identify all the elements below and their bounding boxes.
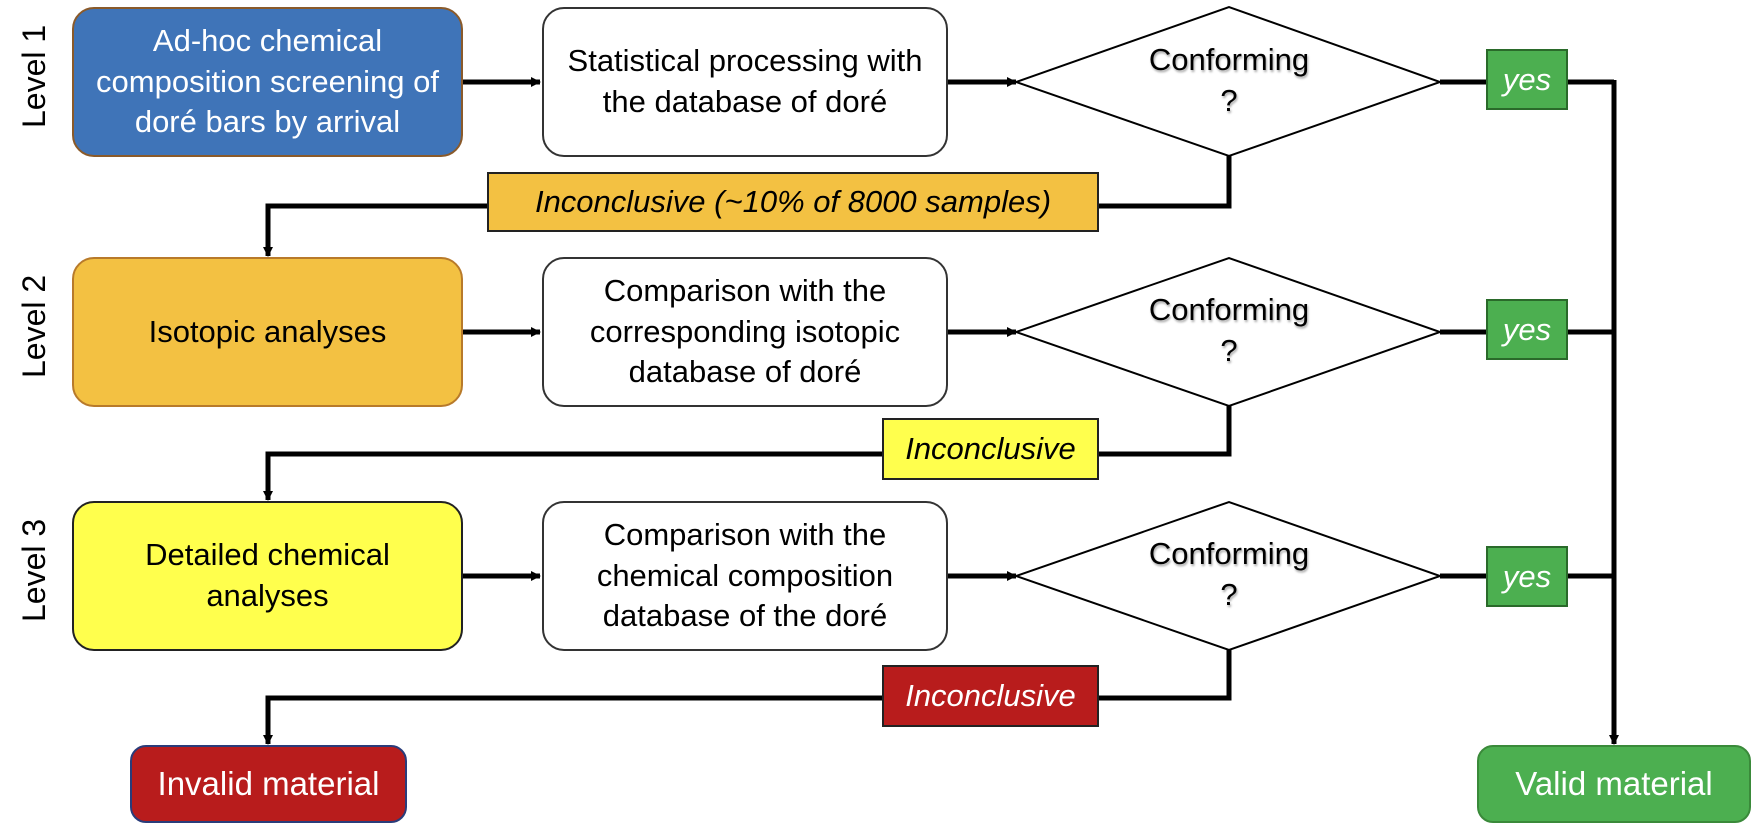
decision-text-2: Conforming ? — [1109, 290, 1349, 372]
decision-word-1: Conforming — [1148, 42, 1310, 77]
inconclusive-label-3: Inconclusive — [882, 665, 1099, 727]
statistical-processing-box: Statistical processing with the database… — [542, 7, 948, 157]
valid-material-box: Valid material — [1477, 745, 1751, 823]
yes-label-3: yes — [1486, 546, 1568, 607]
inconclusive-label-2: Inconclusive — [882, 418, 1099, 480]
screening-box: Ad-hoc chemical composition screening of… — [72, 7, 463, 157]
inconclusive-label-1: Inconclusive (~10% of 8000 samples) — [487, 172, 1099, 232]
isotopic-analyses-box: Isotopic analyses — [72, 257, 463, 407]
invalid-material-box: Invalid material — [130, 745, 407, 823]
decision-mark-3: ? — [1220, 576, 1238, 612]
yes-label-2: yes — [1486, 299, 1568, 360]
decision-word-2: Conforming — [1148, 292, 1310, 327]
decision-text-3: Conforming ? — [1109, 534, 1349, 616]
inconclusive-path-2 — [263, 406, 1232, 501]
detailed-chemical-analyses-box: Detailed chemical analyses — [72, 501, 463, 651]
level-label-2: Level 2 — [16, 274, 52, 378]
chemical-comparison-box: Comparison with the chemical composition… — [542, 501, 948, 651]
decision-mark-1: ? — [1220, 82, 1238, 118]
decision-mark-2: ? — [1220, 332, 1238, 368]
isotopic-comparison-box: Comparison with the corresponding isotop… — [542, 257, 948, 407]
decision-text-1: Conforming ? — [1109, 40, 1349, 122]
inconclusive-path-3 — [263, 650, 1232, 745]
decision-word-3: Conforming — [1148, 536, 1310, 571]
level-label-1: Level 1 — [16, 24, 52, 128]
level-label-3: Level 3 — [16, 518, 52, 622]
yes-label-1: yes — [1486, 49, 1568, 110]
